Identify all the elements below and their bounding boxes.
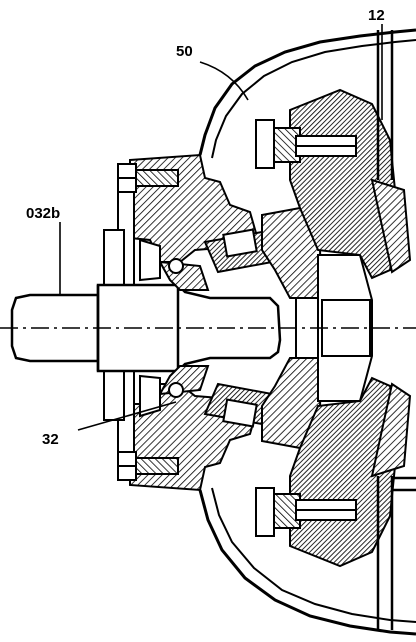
side-gear-hub [261, 206, 373, 450]
callout-12: 12 [368, 7, 385, 24]
callout-32: 32 [42, 431, 59, 448]
callout-032b: 032b [26, 205, 60, 222]
oil-seal-rings [139, 238, 210, 418]
leader-lines [59, 24, 383, 431]
axle-tube [376, 30, 416, 630]
tapered-roller-bearings [203, 228, 274, 428]
output-shaft [10, 283, 282, 373]
ring-gear-bolts [255, 119, 357, 537]
flange-bolts [117, 163, 179, 481]
callout-50: 50 [176, 43, 193, 60]
